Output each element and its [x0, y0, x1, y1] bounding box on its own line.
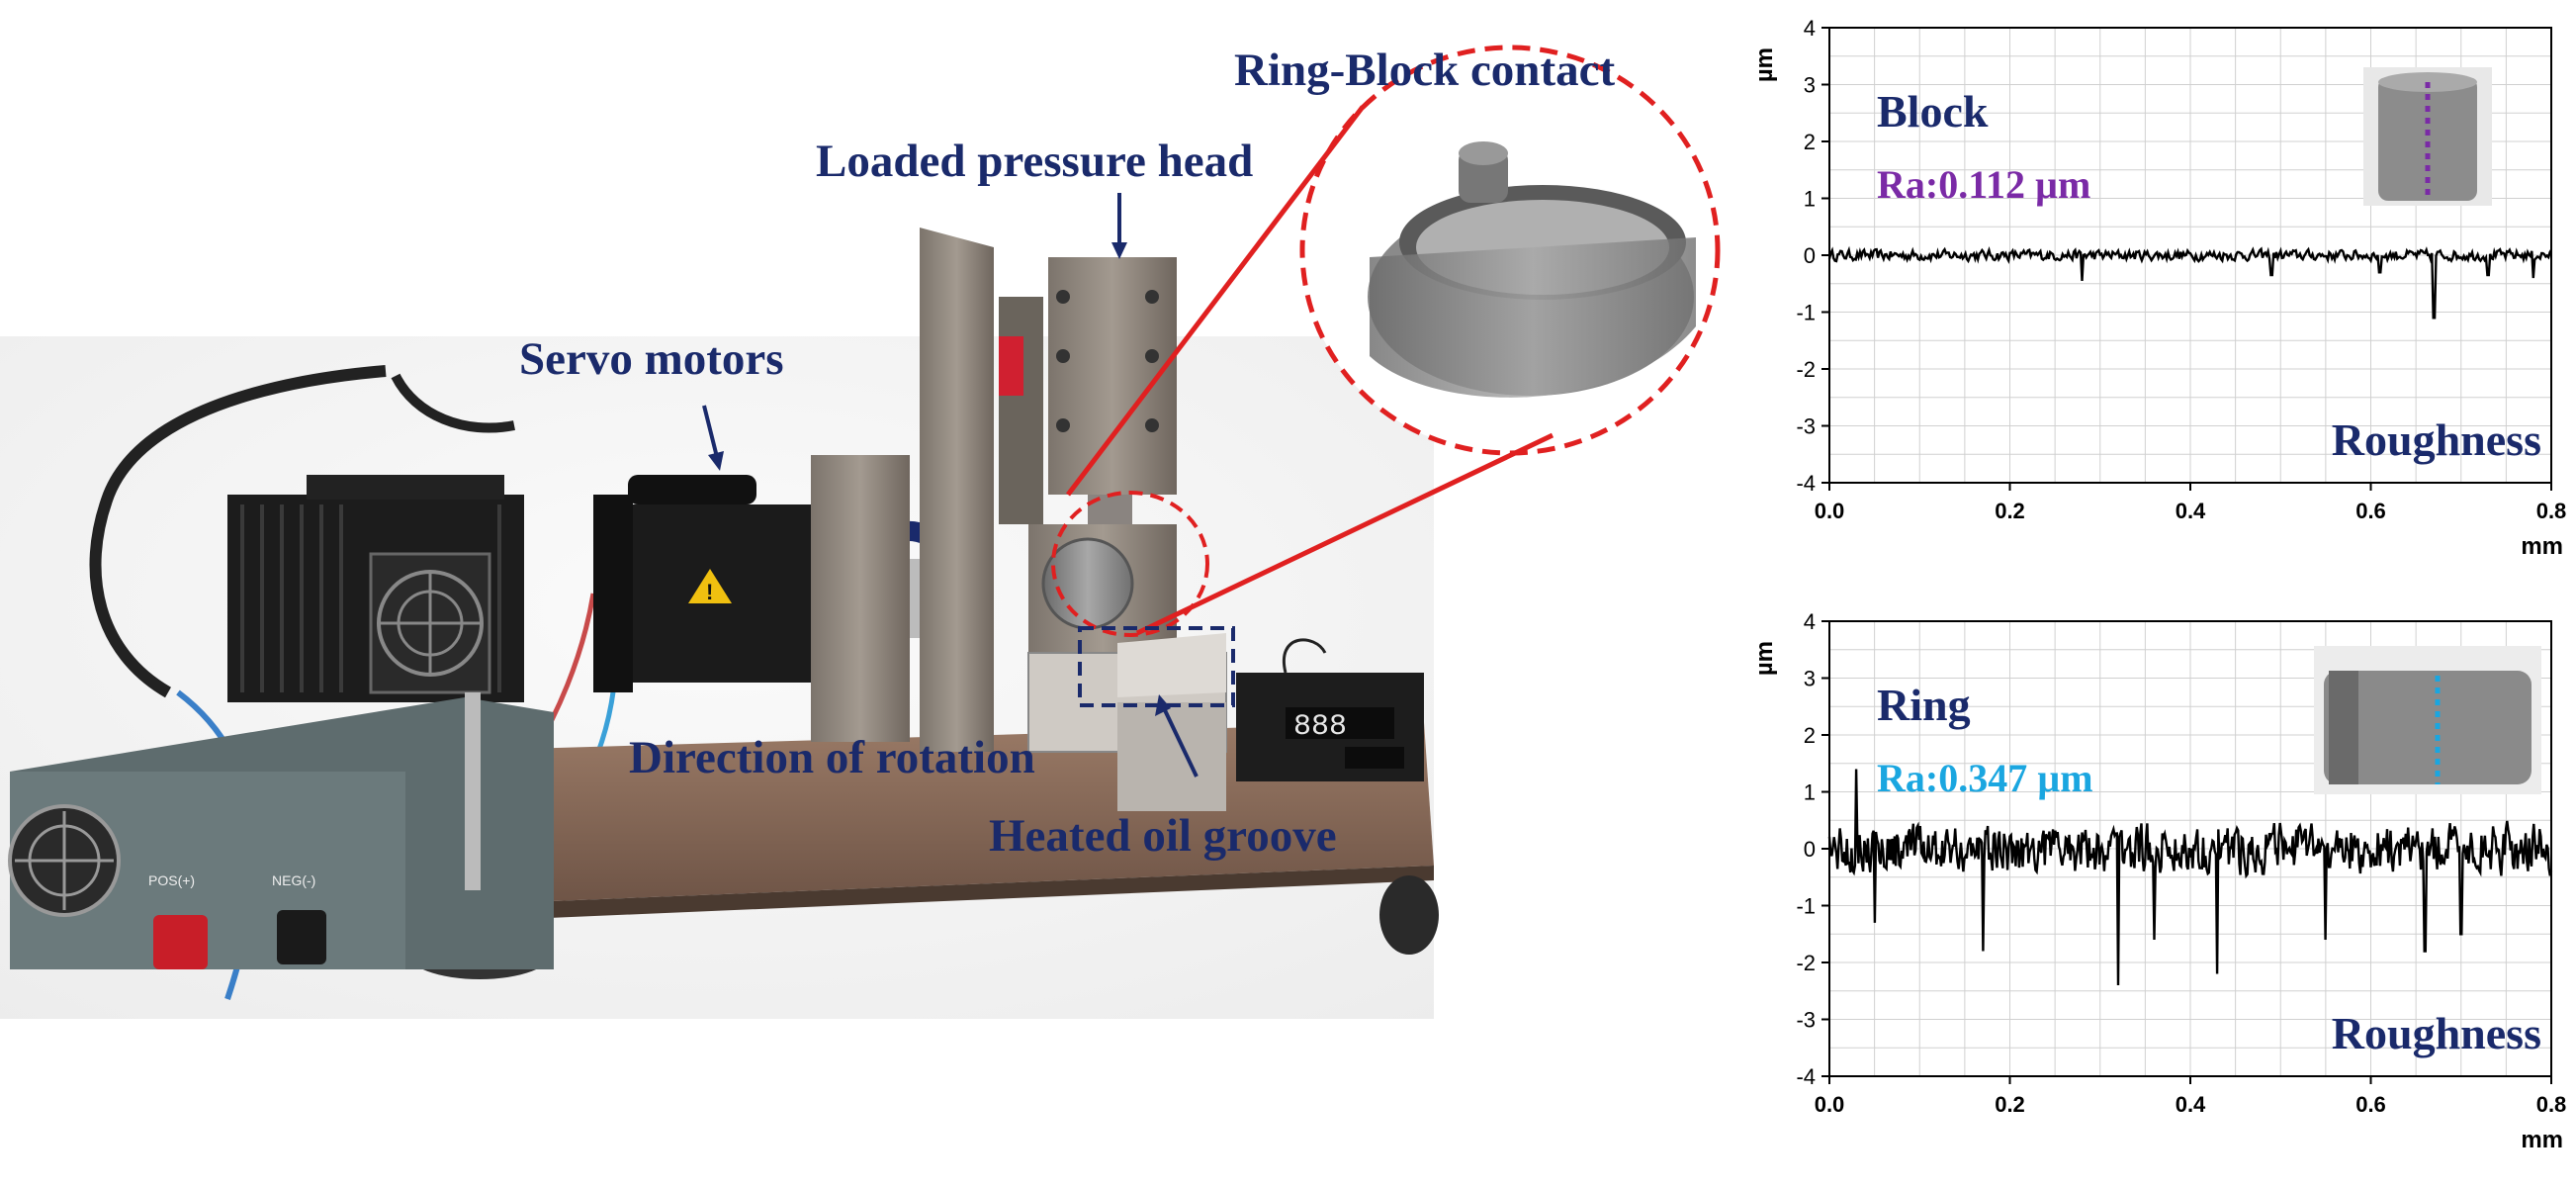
chart-title: Block — [1877, 86, 1989, 137]
test-ring — [1041, 537, 1134, 630]
y-axis-label: µm — [1751, 47, 1778, 82]
ring-roughness-plot: 4 3 2 1 0 -1 -2 -3 -4 0.0 0.2 0.4 0.6 0.8 µm mm RingRa:0… — [1751, 609, 2567, 1153]
x-tick-label: 0.2 — [1995, 499, 2025, 523]
y-tick-label: -1 — [1796, 894, 1816, 919]
neg-label: NEG(-) — [272, 872, 315, 888]
x-tick-label: 0.2 — [1995, 1092, 2025, 1117]
y-tick-label: -1 — [1796, 301, 1816, 325]
x-tick-label: 0.6 — [2355, 499, 2386, 523]
oil-groove-box — [1078, 626, 1235, 707]
y-tick-label: 2 — [1804, 723, 1816, 748]
ra-annotation: Ra:0.347 µm — [1877, 756, 2093, 800]
test-rig-photo: POS(+) NEG(-) ! 888 — [0, 45, 1721, 1019]
svg-text:!: ! — [706, 580, 713, 604]
warning-icon — [688, 569, 732, 603]
y-tick-label: -2 — [1796, 951, 1816, 975]
x-tick-label: 0.0 — [1815, 1092, 1845, 1117]
x-axis-label: mm — [2521, 1127, 2563, 1153]
temp-display: 888 — [1293, 710, 1347, 744]
x-tick-label: 0.8 — [2536, 499, 2567, 523]
y-tick-label: 4 — [1804, 16, 1816, 41]
y-tick-label: -3 — [1796, 1008, 1816, 1033]
series-label: Roughness — [2332, 1008, 2541, 1058]
x-axis-label: mm — [2521, 533, 2563, 560]
neg-terminal — [277, 910, 326, 964]
label-loaded-pressure-head: Loaded pressure head — [816, 136, 1254, 187]
y-tick-label: -2 — [1796, 357, 1816, 382]
label-direction-of-rotation: Direction of rotation — [629, 732, 1035, 783]
label-servo-motors: Servo motors — [519, 333, 784, 385]
chart-title: Ring — [1877, 680, 1971, 730]
y-tick-label: -4 — [1796, 1064, 1816, 1089]
y-tick-label: 3 — [1804, 667, 1816, 691]
x-tick-label: 0.6 — [2355, 1092, 2386, 1117]
y-tick-label: 1 — [1804, 187, 1816, 212]
ra-annotation: Ra:0.112 µm — [1877, 162, 2090, 207]
contact-callout-circle — [1051, 491, 1209, 637]
frame-plate — [920, 228, 994, 752]
block-specimen-icon — [2378, 77, 2477, 201]
y-tick-label: 0 — [1804, 243, 1816, 268]
block-roughness-plot: 4 3 2 1 0 -1 -2 -3 -4 0.0 0.2 0.4 0.6 0.8 µm mm BlockRa:… — [1751, 16, 2567, 560]
y-tick-label: -3 — [1796, 414, 1816, 439]
y-tick-label: 4 — [1804, 609, 1816, 634]
y-tick-label: 0 — [1804, 837, 1816, 862]
black-cable — [89, 365, 387, 698]
roughness-profile-line — [1827, 769, 2553, 986]
label-ring-block-contact: Ring-Block contact — [1234, 45, 1616, 96]
x-tick-label: 0.4 — [2176, 1092, 2206, 1117]
series-label: Roughness — [2332, 414, 2541, 465]
y-axis-label: µm — [1751, 641, 1778, 676]
pos-terminal — [153, 915, 208, 969]
pos-label: POS(+) — [148, 872, 195, 888]
ring-specimen-icon — [2324, 671, 2532, 784]
grid — [1828, 27, 2552, 484]
y-tick-label: -4 — [1796, 471, 1816, 496]
test-rig-illustration: POS(+) NEG(-) ! 888 — [0, 45, 1721, 1019]
x-tick-label: 0.8 — [2536, 1092, 2567, 1117]
y-tick-label: 2 — [1804, 130, 1816, 154]
y-tick-label: 3 — [1804, 73, 1816, 98]
x-tick-label: 0.0 — [1815, 499, 1845, 523]
fan-icon — [377, 570, 484, 677]
x-tick-label: 0.4 — [2176, 499, 2206, 523]
label-heated-oil-groove: Heated oil groove — [989, 810, 1337, 862]
ring-edge-icon — [2329, 671, 2358, 784]
y-tick-label: 1 — [1804, 780, 1816, 805]
roughness-profile-line — [1827, 245, 2553, 320]
